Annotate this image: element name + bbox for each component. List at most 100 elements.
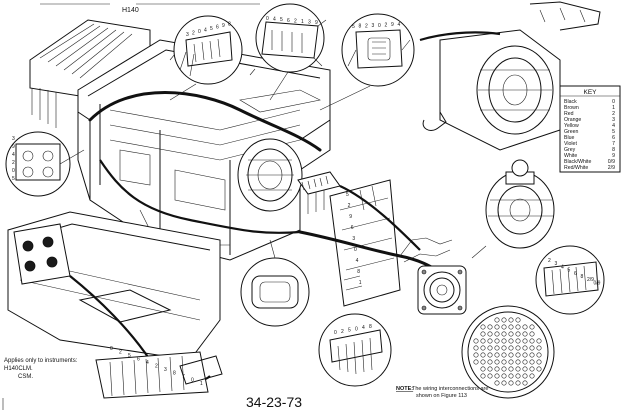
wire-label: 1 [200,381,203,387]
connector-pin [529,324,535,330]
wiring-note-label: NOTE: [396,386,413,392]
connector-pin [522,366,528,372]
key-color-3: Orange [564,117,581,123]
key-code-3: 3 [612,117,615,123]
connector-pin [487,352,493,358]
connector-pin [522,331,528,337]
connector-pin [494,359,500,365]
detail-circle-3 [341,13,415,87]
wire-label: 2 [294,18,297,24]
connector-pin [515,324,521,330]
key-code-4: 4 [612,123,615,129]
connector-pin [501,338,507,344]
connector-pin [508,366,514,372]
wire-label: 3 [12,136,15,142]
wire-label: 6 [137,357,140,363]
wire-label: 0 [198,29,201,35]
key-code-11: 2/9 [608,165,615,171]
wiring-note-line1: The wiring interconnections are [412,386,488,392]
connector-pin [536,338,542,344]
connector-pin [522,373,528,379]
wire-label: 4 [204,28,207,34]
connector-pin [508,345,514,351]
wire-label: 5 [280,17,283,23]
wire-label: 4 [273,17,276,23]
connector-pin [501,317,507,323]
connector-pin [487,338,493,344]
connector-pin [515,373,521,379]
connector-pin [536,359,542,365]
connector-pin [494,373,500,379]
wire-label: 0 [110,346,113,352]
connector-pin [473,345,479,351]
connector-pin [501,366,507,372]
connector-pin [536,352,542,358]
key-color-11: Red/White [564,165,588,171]
connector-pin [473,338,479,344]
connector-pin [494,380,500,386]
wire-label: 8 [581,274,584,280]
wire-label: 8 [359,24,362,30]
applies-note-line1: Applies only to instruments: [4,358,78,364]
connector-pin [515,366,521,372]
detail-circle-left [5,131,85,197]
cable-harness-side [99,159,301,234]
wire-label: 1 [359,280,362,286]
wire-label: 2 [548,258,551,264]
connector-pin [508,331,514,337]
detail-circle-right [535,245,605,315]
connector-pin [529,366,535,372]
connector-pin [536,366,542,372]
wire-label: 4 [12,152,15,158]
key-color-10: Black/White [564,159,592,165]
connector-pin [522,345,528,351]
connector-pin [529,338,535,344]
connector-pin [480,338,486,344]
detail-circle-2 [255,3,327,73]
connector-pin [508,352,514,358]
wire-label: 5 [352,24,355,30]
key-title: KEY [583,89,597,96]
wire-label: 2 [119,350,122,356]
key-color-9: White [564,153,577,159]
key-color-6: Blue [564,135,574,141]
clip-part [422,111,447,131]
wire-label: 2 [155,364,158,370]
wire-bundle-2 [339,185,421,251]
model-label: H140 [122,7,139,14]
wire-label: 8 [357,269,360,275]
wire-label: 5 [210,26,213,32]
pin-connector-detail [461,305,555,399]
detail-circle-1 [173,15,243,85]
connector-pin [522,324,528,330]
connector-pin [501,373,507,379]
wire-label: 0 [266,16,269,22]
key-color-2: Red [564,111,574,117]
connector-pin [515,331,521,337]
wire-label: 9 [349,214,352,220]
key-code-9: 9 [612,153,615,159]
connector-pin [473,352,479,358]
connector-pin [501,352,507,358]
right-motor [471,159,555,259]
wire-label: 4 [362,325,365,331]
connector-pin [487,373,493,379]
connector-pin [487,366,493,372]
wire-label: 8 [228,22,231,28]
connector-pin [529,345,535,351]
key-code-1: 1 [612,105,615,111]
connector-pin [487,331,493,337]
wire-label: 4 [146,360,149,366]
connector-pin [487,359,493,365]
wire-label: 4 [398,22,401,28]
round-connector [417,265,467,315]
wire-label: 0 [378,23,381,29]
connector-pin [501,324,507,330]
connector-pin [501,380,507,386]
applies-note-line2: H140CLM. [4,366,33,372]
applies-note-line3: CSM. [18,374,33,380]
key-code-7: 7 [612,141,615,147]
